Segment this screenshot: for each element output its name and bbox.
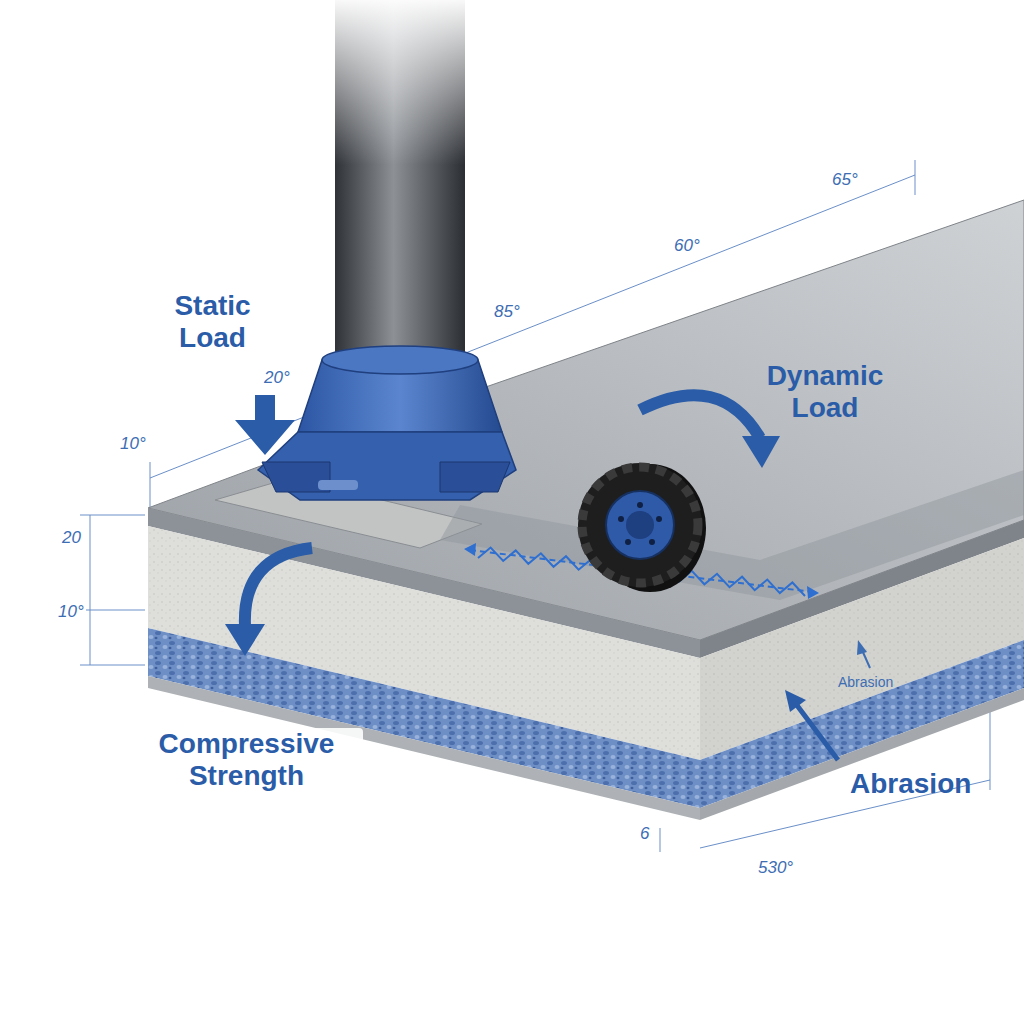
track-arrowhead	[807, 586, 819, 599]
load-label: Static Load	[150, 290, 275, 354]
abrasion-label: Abrasion	[850, 768, 971, 800]
dimension-label: 20°	[262, 368, 292, 388]
compressive-arrow	[225, 548, 312, 656]
load-label: Dynamic Load	[750, 360, 900, 424]
track-arrowhead	[464, 543, 476, 556]
abrasion-arrow	[785, 640, 870, 760]
dimension-label: 85°	[492, 302, 522, 322]
dimension-label: 10°	[118, 434, 148, 454]
dimension-label: 6	[638, 824, 651, 844]
dimension-label: 10°	[56, 602, 86, 622]
dimension-label: 60°	[672, 236, 702, 256]
slab-right-face	[700, 520, 1024, 820]
wheel	[578, 463, 706, 592]
dimension-label: 20	[60, 528, 83, 548]
dynamic-load-arrow	[640, 395, 780, 468]
abrasion-note: Abrasion	[838, 674, 893, 691]
strength-label: Compressive Strength	[130, 728, 363, 792]
dimension-label: 65°	[830, 170, 860, 190]
static-load-arrow	[235, 395, 295, 455]
dimension-label: 530°	[756, 858, 795, 878]
steel-column	[258, 0, 516, 500]
